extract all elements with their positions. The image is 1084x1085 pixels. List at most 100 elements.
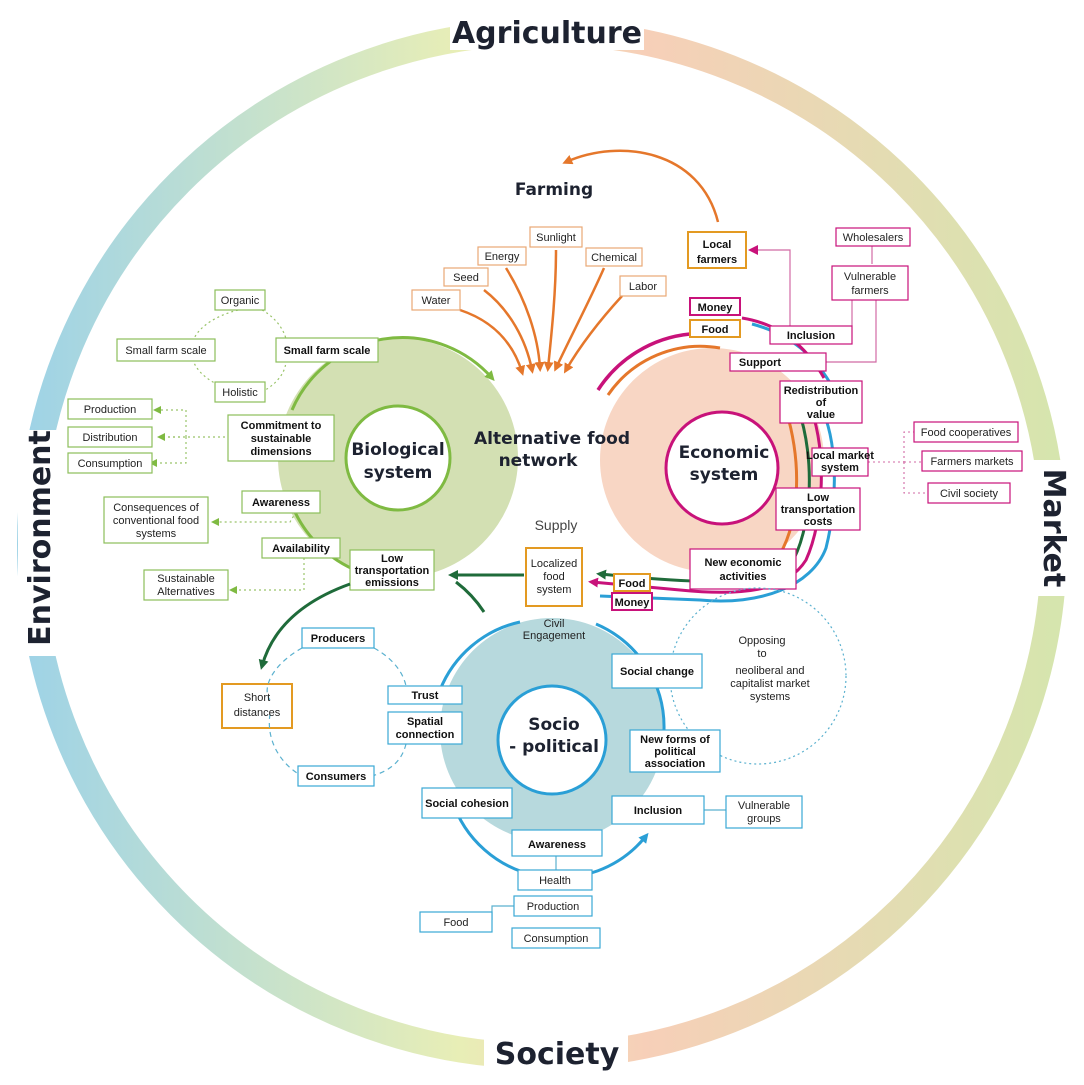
bio-sustainable-1: Sustainable <box>157 573 215 585</box>
bio-consequences-1: Consequences of <box>113 502 200 514</box>
soc-new-forms-1: New forms of <box>640 734 710 746</box>
eco-farmers-markets: Farmers markets <box>930 456 1014 468</box>
bio-commitment-3: dimensions <box>250 446 311 458</box>
eco-low-costs-1: Low <box>807 492 829 504</box>
eco-new-activities-2: activities <box>719 571 766 583</box>
eco-civil-society-box <box>927 482 1011 504</box>
eco-local-market-box <box>811 447 869 477</box>
civil-label-2: Engagement <box>523 630 585 642</box>
input-water-box <box>411 289 461 311</box>
bio-low-emissions-2: transportation <box>355 565 430 577</box>
input-sunlight-box <box>529 226 583 248</box>
soc-short-box <box>221 683 293 729</box>
eco-support: Support <box>739 357 781 369</box>
soc-awareness: Awareness <box>528 839 586 851</box>
eco-localized-3: system <box>537 584 572 596</box>
soc-producers: Producers <box>311 633 365 645</box>
soc-spatial-2: connection <box>396 729 455 741</box>
eco-new-activities-1: New economic <box>704 557 781 569</box>
soc-production-box <box>513 895 593 917</box>
eco-local-farmers-box <box>687 231 747 269</box>
eco-vulnerable-1: Vulnerable <box>844 271 896 283</box>
bio-organic-box <box>214 289 266 311</box>
eco-food-bottom-box <box>613 573 651 592</box>
soc-dashed-right-bottom <box>371 743 407 777</box>
soc-trust-box <box>387 685 463 705</box>
arrow-chemical <box>554 267 606 372</box>
soc-short-1: Short <box>244 692 270 704</box>
soc-inclusion: Inclusion <box>634 805 683 817</box>
input-chemical-box <box>585 247 643 267</box>
bio-commitment-box <box>227 414 335 462</box>
eco-food-bottom: Food <box>619 578 646 590</box>
eco-redistribution-2: of <box>816 397 827 409</box>
soc-consumers: Consumers <box>306 771 367 783</box>
bio-small-farm: Small farm scale <box>284 345 371 357</box>
center-title-1: Alternative food <box>474 429 630 449</box>
bio-sustainable-2: Alternatives <box>157 586 215 598</box>
input-energy-box <box>477 246 527 266</box>
bio-low-emissions-box <box>349 549 435 591</box>
bio-low-emissions-3: emissions <box>365 577 419 589</box>
soc-food: Food <box>443 917 468 929</box>
soc-opposing-5: systems <box>750 691 791 703</box>
soc-vulnerable-1: Vulnerable <box>738 800 790 812</box>
biological-core <box>344 404 452 512</box>
bio-awareness-box <box>241 490 321 514</box>
eco-local-farmers-1: Local <box>703 239 732 251</box>
eco-money-top-box <box>689 297 741 316</box>
bio-title-1: Biological <box>351 440 444 460</box>
bio-holistic-box <box>214 381 266 403</box>
bio-consequences-3: systems <box>136 528 177 540</box>
ring-label-agriculture: Agriculture <box>452 16 642 51</box>
eco-farmers-markets-box <box>921 450 1023 472</box>
soc-dashed-left-top <box>266 647 303 701</box>
bio-small-farm-box <box>275 337 379 363</box>
eco-local-farmers-2: farmers <box>697 254 737 266</box>
eco-vulnerable-2: farmers <box>851 285 889 297</box>
input-labor-box <box>619 275 667 297</box>
input-seed: Seed <box>453 272 479 284</box>
soc-title-2: - political <box>509 737 599 757</box>
soc-awareness-box <box>511 829 603 857</box>
arrow-sunlight <box>543 249 558 372</box>
bio-dotted-cons <box>149 437 187 467</box>
eco-inclusion-box <box>769 325 853 345</box>
soc-opposing-3: neoliberal and <box>735 665 804 677</box>
arrow-labor <box>563 295 623 374</box>
input-labor: Labor <box>629 281 657 293</box>
eco-redistribution-1: Redistribution <box>784 385 859 397</box>
bio-dotted-awareness <box>211 511 297 526</box>
bio-organic: Organic <box>221 295 260 307</box>
soc-new-forms-box <box>629 729 721 773</box>
soc-food-box <box>419 911 493 933</box>
eco-arc-magenta <box>596 332 691 391</box>
eco-line-to-local-farmers <box>748 245 791 326</box>
eco-local-market-1: Local market <box>806 450 874 462</box>
bio-dotted-prod <box>153 406 187 437</box>
bio-distribution: Distribution <box>82 432 137 444</box>
eco-dotted-civil <box>903 462 928 494</box>
eco-low-costs-2: transportation <box>781 504 856 516</box>
farming-title: Farming <box>515 180 593 200</box>
eco-title-2: system <box>690 465 759 485</box>
eco-title-1: Economic <box>679 443 770 463</box>
sociopolitical-core <box>496 684 608 796</box>
bio-sustainable-box <box>143 569 229 601</box>
eco-support-box <box>729 352 827 372</box>
bio-awareness: Awareness <box>252 497 310 509</box>
ring-label-society: Society <box>495 1037 620 1072</box>
eco-localized-box <box>525 547 583 607</box>
eco-low-costs-3: costs <box>804 516 833 528</box>
economic-core <box>664 410 780 526</box>
eco-food-top-box <box>689 319 741 338</box>
soc-line-food <box>491 905 514 920</box>
bio-production-box <box>67 398 153 420</box>
soc-vulnerable-box <box>725 795 803 829</box>
eco-vulnerable-box <box>831 265 909 301</box>
soc-opposing-4: capitalist market <box>730 678 809 690</box>
eco-low-costs-box <box>775 487 861 531</box>
soc-consumers-box <box>297 765 375 787</box>
soc-consumption-box <box>511 927 601 949</box>
eco-local-market-2: system <box>821 462 859 474</box>
